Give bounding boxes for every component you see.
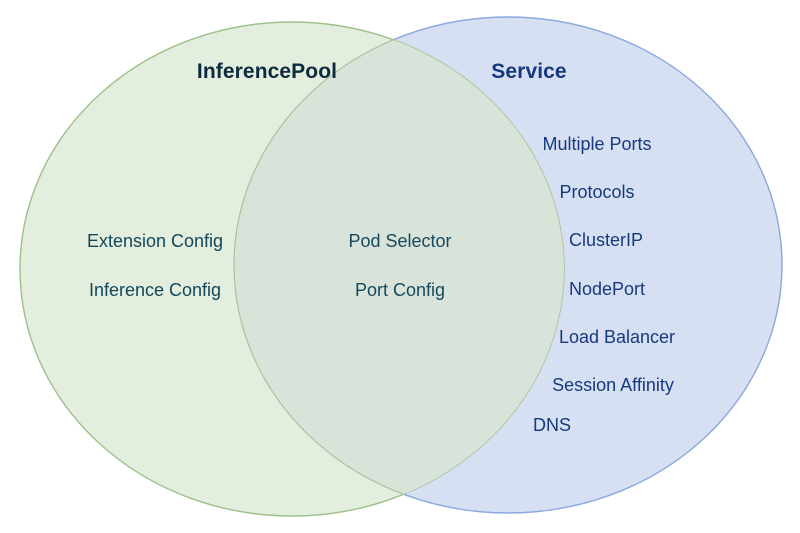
intersection-item-port-config: Port Config	[354, 280, 446, 300]
inferencepool-title: InferencePool	[196, 60, 338, 83]
service-item-session-affinity: Session Affinity	[552, 375, 674, 395]
service-item-load-balancer: Load Balancer	[558, 327, 676, 347]
service-item-nodeport: NodePort	[568, 279, 646, 299]
service-item-multiple-ports: Multiple Ports	[542, 134, 652, 154]
service-item-protocols: Protocols	[559, 182, 635, 202]
intersection-item-pod-selector: Pod Selector	[348, 231, 452, 251]
inferencepool-item-extension-config: Extension Config	[86, 231, 224, 251]
service-title: Service	[491, 60, 567, 83]
inferencepool-item-inference-config: Inference Config	[88, 280, 222, 300]
service-item-clusterip: ClusterIP	[568, 230, 644, 250]
service-item-dns: DNS	[532, 415, 572, 435]
